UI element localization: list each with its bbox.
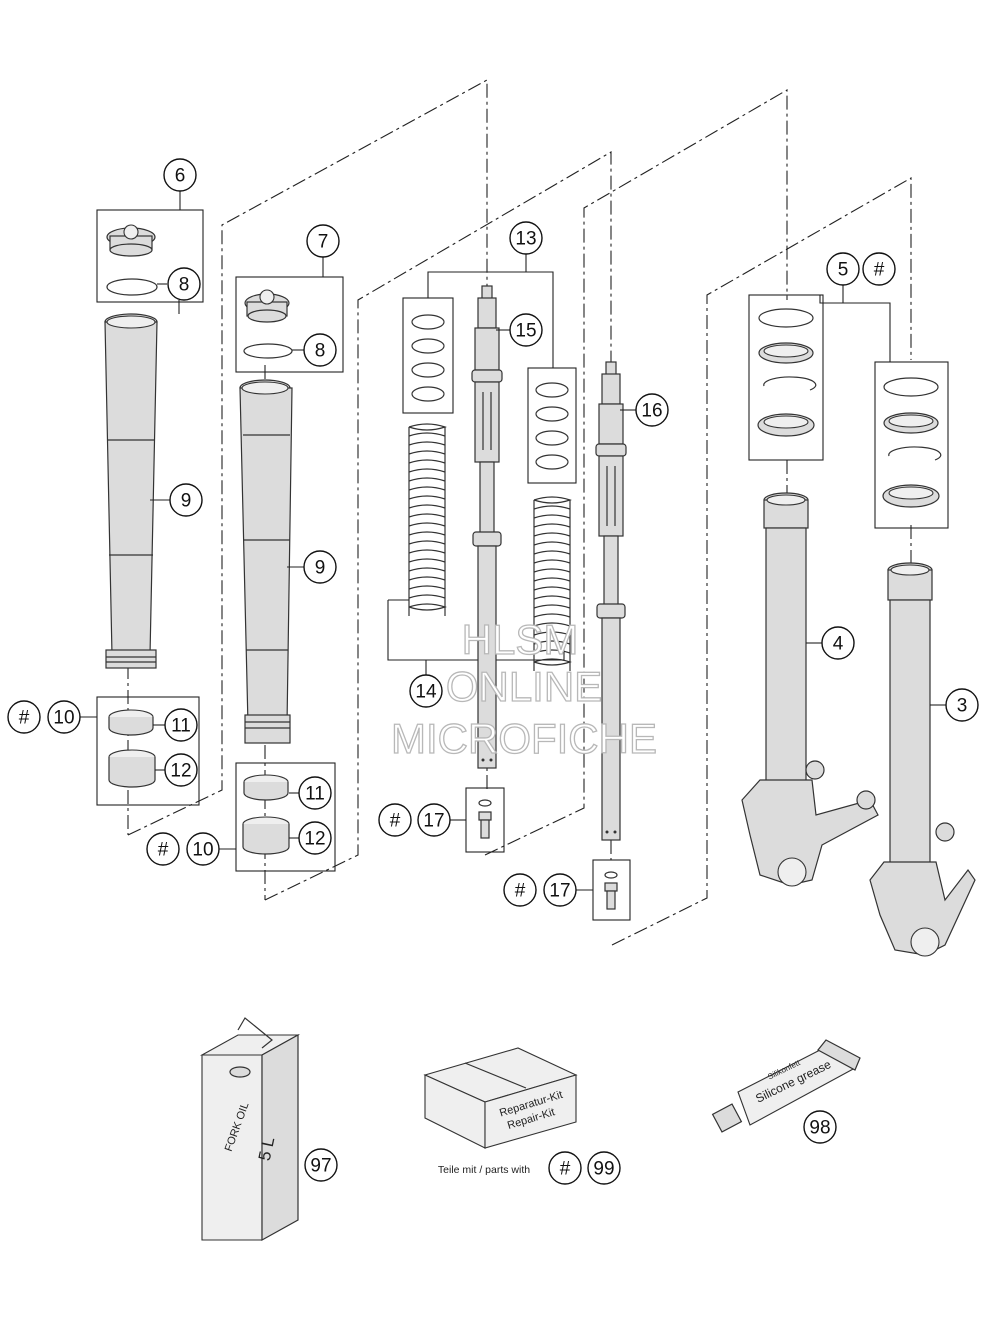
watermark: HLSM ONLINE MICROFICHE <box>390 615 657 762</box>
callout-12b: 12 <box>298 821 332 855</box>
damper-cartridge-15 <box>471 285 503 769</box>
callout-17b: 17 <box>543 873 577 907</box>
watermark-line3: MICROFICHE <box>391 715 657 762</box>
svg-text:#: # <box>158 840 169 861</box>
parts-note: Teile mit / parts with <box>438 1164 530 1176</box>
cap-group-box-7 <box>235 276 344 373</box>
seal-kit-5 <box>748 283 949 529</box>
callout-17a: 17 <box>417 803 451 837</box>
svg-text:#: # <box>19 708 30 729</box>
seal-box-right <box>874 361 949 529</box>
svg-text:#: # <box>560 1159 571 1180</box>
svg-text:7: 7 <box>318 232 329 253</box>
lower-leg-4 <box>741 492 879 887</box>
spring-kit <box>387 252 577 675</box>
callout-12a: 12 <box>164 753 198 787</box>
callout-11b: 11 <box>298 776 332 810</box>
o-ring-8a <box>106 278 158 296</box>
fork-oil-can: FORK OIL 5 L <box>199 1017 301 1242</box>
svg-text:17: 17 <box>423 811 444 832</box>
svg-text:13: 13 <box>515 229 536 250</box>
callout-13: 13 <box>509 221 543 255</box>
svg-text:5: 5 <box>838 260 849 281</box>
leader-lines <box>80 190 946 891</box>
callout-10b: 10 <box>186 832 220 866</box>
callout-6: 6 <box>163 158 197 192</box>
svg-text:9: 9 <box>181 491 192 512</box>
svg-text:#: # <box>390 811 401 832</box>
callout-hash-a: # <box>7 700 41 734</box>
svg-text:3: 3 <box>957 696 968 717</box>
o-ring-8b <box>243 343 293 359</box>
svg-text:97: 97 <box>310 1156 331 1177</box>
svg-text:8: 8 <box>315 341 326 362</box>
callout-97: 97 <box>304 1148 338 1182</box>
svg-text:8: 8 <box>179 275 190 296</box>
callout-5: 5 <box>826 252 860 286</box>
svg-text:10: 10 <box>53 708 74 729</box>
callout-7: 7 <box>306 224 340 258</box>
callout-hash-b: # <box>146 832 180 866</box>
repair-kit-box: Reparatur-Kit Repair-Kit Teile mit / par… <box>423 1047 578 1176</box>
svg-text:6: 6 <box>175 166 186 187</box>
svg-text:#: # <box>874 260 885 281</box>
callout-9a: 9 <box>169 483 203 517</box>
callout-8b: 8 <box>303 333 337 367</box>
callout-hash-f: # <box>548 1151 582 1185</box>
outer-tube-left <box>96 209 204 806</box>
svg-text:16: 16 <box>641 401 662 422</box>
oil-can-label2: 5 L <box>255 1135 278 1162</box>
svg-text:11: 11 <box>171 716 191 737</box>
washer-box-right <box>527 367 577 484</box>
callout-4: 4 <box>821 626 855 660</box>
callout-10a: 10 <box>47 700 81 734</box>
svg-text:17: 17 <box>549 881 570 902</box>
silicone-grease-tube: Silicone grease Silikonfett <box>711 1039 861 1133</box>
callout-98: 98 <box>803 1110 837 1144</box>
callout-hash-e: # <box>862 252 896 286</box>
cap-group-box-6 <box>96 209 204 303</box>
svg-text:9: 9 <box>315 558 326 579</box>
svg-text:15: 15 <box>515 321 536 342</box>
callout-8a: 8 <box>167 267 201 301</box>
callout-hash-c: # <box>378 803 412 837</box>
svg-text:99: 99 <box>593 1159 614 1180</box>
lower-leg-3 <box>869 562 976 957</box>
svg-text:#: # <box>515 881 526 902</box>
callout-15: 15 <box>509 313 543 347</box>
callout-14: 14 <box>409 674 443 708</box>
svg-text:14: 14 <box>415 682 437 703</box>
callout-9b: 9 <box>303 550 337 584</box>
svg-text:12: 12 <box>304 829 325 850</box>
bushing-box-right <box>235 762 336 872</box>
washer-box-left <box>402 297 454 414</box>
svg-text:4: 4 <box>833 634 844 655</box>
svg-text:98: 98 <box>809 1118 830 1139</box>
watermark-line2: ONLINE <box>446 663 602 710</box>
damper-cartridge-16 <box>595 361 627 841</box>
svg-text:12: 12 <box>170 761 191 782</box>
watermark-line1: HLSM <box>462 616 579 663</box>
callout-11a: 11 <box>164 708 198 742</box>
svg-text:10: 10 <box>192 840 213 861</box>
callout-hash-d: # <box>503 873 537 907</box>
bushing-box-left <box>96 696 200 806</box>
callout-99: 99 <box>587 1151 621 1185</box>
seal-box-left <box>748 294 824 461</box>
svg-text:11: 11 <box>305 784 325 805</box>
callout-16: 16 <box>635 393 669 427</box>
callout-3: 3 <box>945 688 979 722</box>
outer-tube-right <box>235 276 344 872</box>
